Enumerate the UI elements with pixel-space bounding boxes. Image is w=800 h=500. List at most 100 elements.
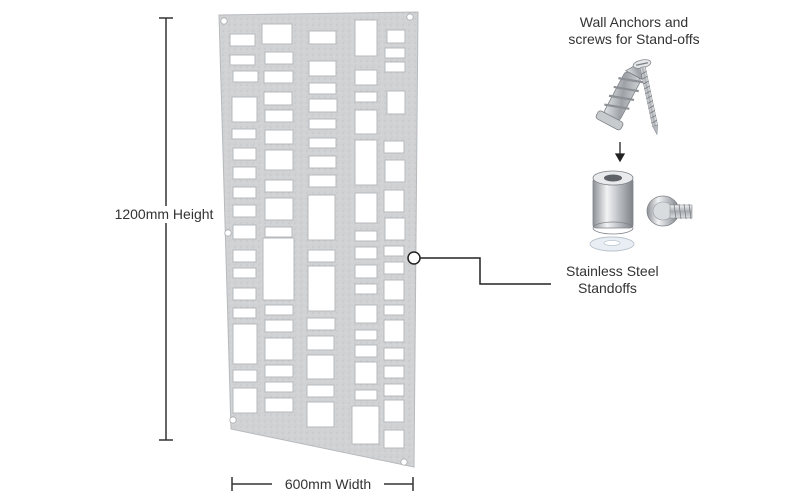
standoffs-label-line1: Stainless Steel [566, 263, 659, 279]
panel-cutout [308, 82, 337, 95]
panel-cutout [384, 61, 406, 73]
panel-cutout [232, 147, 257, 161]
panel-cutout [354, 304, 378, 324]
mounting-hole-bottom-left [229, 416, 237, 424]
panel-cutout [232, 267, 257, 279]
panel-cutout [261, 23, 293, 45]
panel-cutout [383, 383, 405, 397]
panel-cutout [264, 197, 294, 221]
width-dimension-label: 600mm Width [272, 476, 384, 493]
standoff-leader [407, 251, 551, 285]
panel-body [218, 11, 419, 468]
panel-cutout [229, 54, 256, 66]
standoff-cap-icon [646, 195, 693, 227]
panel-cutout [354, 230, 378, 242]
panel-cutout [232, 323, 258, 365]
panel-cutout [264, 109, 294, 123]
standoffs-label: Stainless Steel Standoffs [566, 263, 696, 297]
mounting-hole-bottom-right [400, 458, 408, 466]
panel-cutout [232, 224, 257, 240]
wall-anchor-icon [595, 61, 644, 131]
wall-anchors-label: Wall Anchors and screws for Stand-offs [546, 14, 722, 48]
panel-cutout [354, 246, 378, 260]
mounting-hole-mid-left [224, 229, 232, 237]
perforated-panel [218, 11, 419, 468]
panel-cutout [306, 384, 335, 398]
panel-cutout [383, 245, 405, 257]
panel-cutout [232, 186, 257, 199]
panel-cutout [231, 128, 257, 140]
standoffs-label-line2: Standoffs [578, 280, 637, 296]
wall-anchors-label-line1: Wall Anchors and [579, 14, 689, 30]
leader-line [420, 257, 551, 285]
panel-cutout [383, 304, 405, 316]
washer-icon [589, 236, 635, 252]
panel-cutout [264, 337, 294, 361]
panel-cutout [232, 166, 257, 180]
panel-cutout [307, 194, 336, 241]
panel-cutout [383, 140, 405, 154]
panel-cutout [264, 129, 294, 145]
panel-cutout [232, 204, 257, 218]
panel-cutout [383, 319, 405, 343]
standoff-barrel-icon [592, 170, 634, 235]
panel-cutout [354, 344, 378, 358]
panel-cutout [354, 91, 378, 103]
panel-cutout [383, 429, 405, 449]
panel-cutout [354, 139, 378, 186]
panel-cutout [308, 174, 337, 188]
panel-cutout [306, 335, 335, 351]
panel-cutout [264, 319, 294, 333]
panel-cutout [308, 30, 337, 45]
panel-cutout [264, 226, 293, 238]
panel-cutouts [229, 19, 406, 449]
panel-cutout [386, 29, 406, 44]
panel-cutout [232, 387, 258, 414]
panel-cutout [308, 155, 337, 169]
wall-anchors-label-line2: screws for Stand-offs [568, 31, 700, 47]
panel-cutout [263, 91, 293, 106]
panel-cutout [232, 249, 257, 263]
panel-cutout [384, 217, 406, 241]
down-arrow-icon [614, 142, 626, 163]
panel-cutout [229, 33, 256, 47]
panel-cutout [354, 192, 378, 224]
panel-cutout [231, 96, 258, 123]
panel-cutout [264, 397, 294, 413]
panel-cutout [306, 401, 335, 428]
panel-cutout [354, 361, 378, 385]
panel-cutout [262, 237, 295, 301]
panel-cutout [383, 279, 405, 301]
panel-cutout [354, 389, 378, 401]
panel-cutout [306, 317, 336, 331]
screw-icon [632, 59, 658, 136]
mounting-hole-top-left [220, 17, 228, 25]
panel-cutout [383, 189, 405, 213]
panel-cutout [386, 90, 406, 115]
panel-cutout [264, 51, 294, 65]
panel-cutout [351, 405, 380, 445]
panel-cutout [263, 70, 294, 84]
panel-cutout [354, 19, 378, 57]
panel-cutout [307, 265, 336, 312]
panel-cutout [232, 369, 258, 383]
panel-cutout [384, 47, 406, 59]
panel-cutout [308, 98, 338, 113]
panel-cutout [354, 264, 378, 279]
panel-cutout [354, 69, 378, 86]
panel-cutout [308, 137, 337, 149]
panel-cutout [383, 347, 405, 361]
panel-cutout [306, 354, 335, 380]
panel-cutout [383, 399, 405, 423]
panel-cutout [264, 304, 294, 316]
panel-cutout [384, 159, 406, 183]
panel-cutout [308, 60, 337, 77]
panel-cutout [232, 287, 257, 301]
height-dimension [159, 17, 173, 441]
panel-cutout [307, 249, 336, 263]
panel-cutout [264, 381, 294, 393]
panel-cutout [264, 364, 294, 378]
panel-cutout [264, 149, 294, 171]
leader-marker-circle [407, 251, 421, 265]
